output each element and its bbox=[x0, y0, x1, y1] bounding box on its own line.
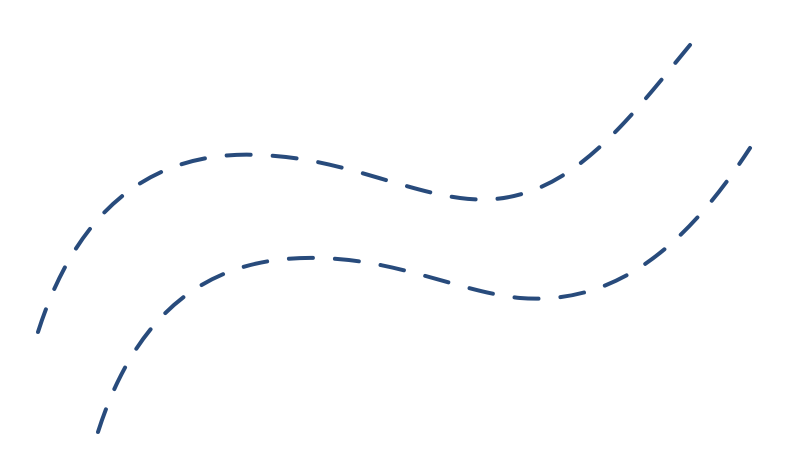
dashed-wave-lower bbox=[96, 146, 752, 434]
dashed-wave-upper bbox=[36, 43, 692, 334]
